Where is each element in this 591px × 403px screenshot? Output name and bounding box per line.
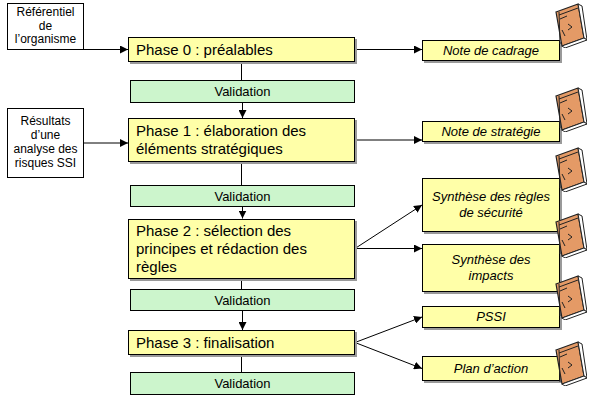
box-label: Phase 1 : élaboration des éléments strat… (136, 122, 347, 158)
box-label: Validation (214, 376, 270, 391)
flow-arrow (355, 49, 422, 50)
book-icon (556, 342, 587, 386)
document-box: Plan d’action (422, 356, 560, 381)
document-box: Note de cadrage (422, 40, 560, 62)
flow-arrow (355, 248, 422, 249)
flow-arrow (355, 205, 422, 249)
book-icon (556, 276, 587, 320)
phase-box: Phase 0 : préalables (128, 37, 355, 62)
validation-box: Validation (130, 289, 355, 311)
document-box: Synthèse des impacts (422, 244, 560, 292)
book-icon (556, 4, 587, 48)
flow-arrow (241, 355, 242, 372)
box-label: Note de cadrage (443, 43, 539, 59)
validation-box: Validation (130, 185, 355, 207)
phase-box: Phase 1 : élaboration des éléments strat… (128, 118, 355, 162)
flow-arrow (84, 49, 128, 50)
validation-box: Validation (130, 80, 355, 103)
document-box: Synthèse des règles de sécurité (422, 178, 560, 232)
flow-arrow (241, 62, 242, 80)
book-icon (556, 214, 587, 258)
validation-box: Validation (130, 372, 355, 395)
flow-arrow (242, 207, 243, 219)
flow-arrow (84, 143, 128, 144)
box-label: Résultats d’une analyse des risques SSI (12, 115, 79, 170)
flow-arrow (241, 162, 242, 185)
document-box: Note de stratégie (422, 121, 560, 143)
box-label: Phase 0 : préalables (136, 41, 273, 59)
box-label: Phase 3 : finalisation (136, 334, 274, 352)
box-label: Validation (214, 189, 270, 204)
document-box: PSSI (422, 306, 560, 328)
phase-box: Phase 3 : finalisation (128, 330, 355, 355)
box-label: PSSI (476, 309, 506, 325)
box-label: Référentiel de l’organisme (12, 6, 79, 47)
flow-arrow (355, 140, 422, 141)
input-box: Résultats d’une analyse des risques SSI (7, 108, 84, 178)
phase-box: Phase 2 : sélection des principes et réd… (128, 219, 355, 279)
flow-arrow (355, 317, 422, 343)
box-label: Note de stratégie (441, 124, 540, 140)
flow-arrow (241, 279, 242, 290)
box-label: Synthèse des impacts (429, 252, 553, 283)
book-icon (556, 148, 587, 192)
flow-arrow (242, 311, 243, 330)
flow-arrow (242, 103, 243, 118)
box-label: Plan d’action (454, 361, 528, 377)
box-label: Validation (214, 293, 270, 308)
flow-arrow (355, 343, 422, 369)
input-box: Référentiel de l’organisme (7, 3, 84, 50)
box-label: Phase 2 : sélection des principes et réd… (136, 222, 347, 276)
book-icon (556, 88, 587, 132)
box-label: Validation (214, 84, 270, 99)
box-label: Synthèse des règles de sécurité (429, 189, 553, 220)
